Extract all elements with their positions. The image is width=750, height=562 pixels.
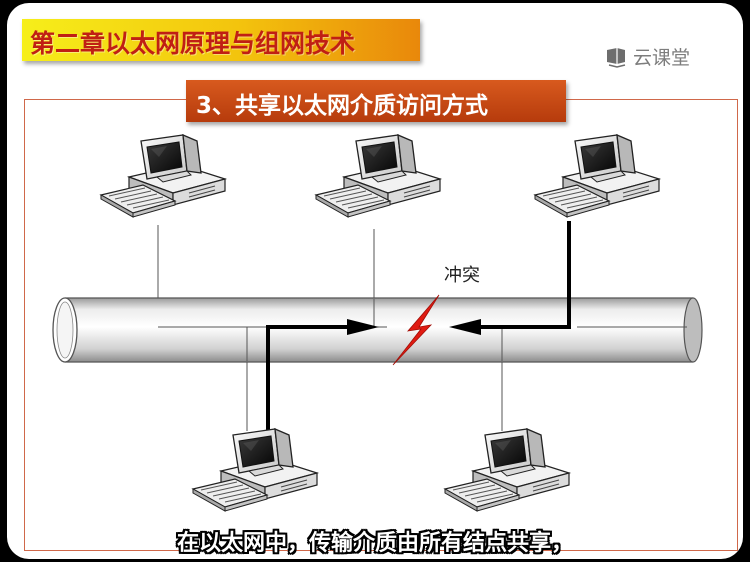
shared-medium-bus — [52, 297, 703, 363]
computer-bottom-right — [444, 428, 570, 512]
computer-bottom-left — [192, 428, 318, 512]
chapter-banner: 第二章以太网原理与组网技术 — [22, 19, 420, 61]
computer-top-right — [534, 134, 660, 218]
collision-label: 冲突 — [444, 265, 480, 286]
arrow-left — [449, 319, 481, 335]
section-title: 3、共享以太网介质访问方式 — [196, 93, 489, 119]
section-banner: 3、共享以太网介质访问方式 — [186, 80, 566, 122]
watermark-text: 云课堂 — [633, 47, 691, 69]
watermark: 云课堂 — [605, 43, 690, 70]
transmission-paths — [266, 221, 571, 441]
slide: 第二章以太网原理与组网技术 云课堂 3、共享以太网介质访问方式 — [7, 3, 743, 559]
cloud-classroom-logo-icon — [607, 47, 626, 68]
chapter-title: 第二章以太网原理与组网技术 — [30, 29, 356, 58]
computer-top-left — [100, 134, 226, 218]
video-subtitle: 在以太网中，传输介质由所有结点共享， — [176, 531, 573, 556]
arrow-right — [347, 319, 379, 335]
path-top-right-to-collision — [475, 221, 571, 329]
collision-bolt-icon — [392, 294, 440, 366]
computer-top-center — [315, 134, 441, 218]
path-bottom-left-to-collision — [266, 325, 351, 441]
shared-bus-diagram — [52, 134, 703, 512]
